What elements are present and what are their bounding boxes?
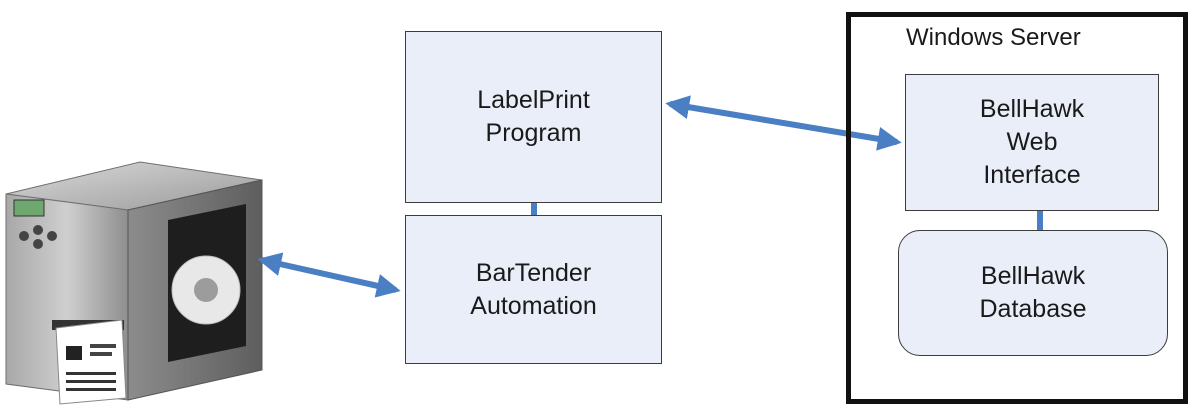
web-line-1: BellHawk: [979, 95, 1085, 123]
bartender-automation-box: BarTender Automation: [405, 215, 662, 364]
database-line-2: Database: [979, 295, 1087, 323]
label-printer-icon: [0, 150, 275, 415]
bartender-line-1: BarTender: [475, 258, 592, 287]
bellhawk-database-box: BellHawk Database: [898, 230, 1168, 356]
windows-server-frame: [846, 12, 1188, 404]
web-line-2: Web: [1006, 128, 1058, 156]
web-line-3: Interface: [983, 161, 1081, 189]
labelprint-line-2: Program: [485, 119, 582, 147]
labelprint-web-arrow: [665, 95, 902, 151]
labelprint-line-1: LabelPrint: [477, 86, 590, 114]
windows-server-title: Windows Server: [906, 24, 1081, 51]
labelprint-program-box: LabelPrint Program: [405, 31, 662, 203]
printer-bartender-arrow: [257, 252, 401, 298]
web-database-link: [1037, 210, 1043, 232]
database-line-1: BellHawk: [980, 262, 1086, 290]
bartender-line-2: Automation: [470, 291, 597, 320]
bellhawk-web-interface-box: BellHawk Web Interface: [905, 74, 1159, 211]
